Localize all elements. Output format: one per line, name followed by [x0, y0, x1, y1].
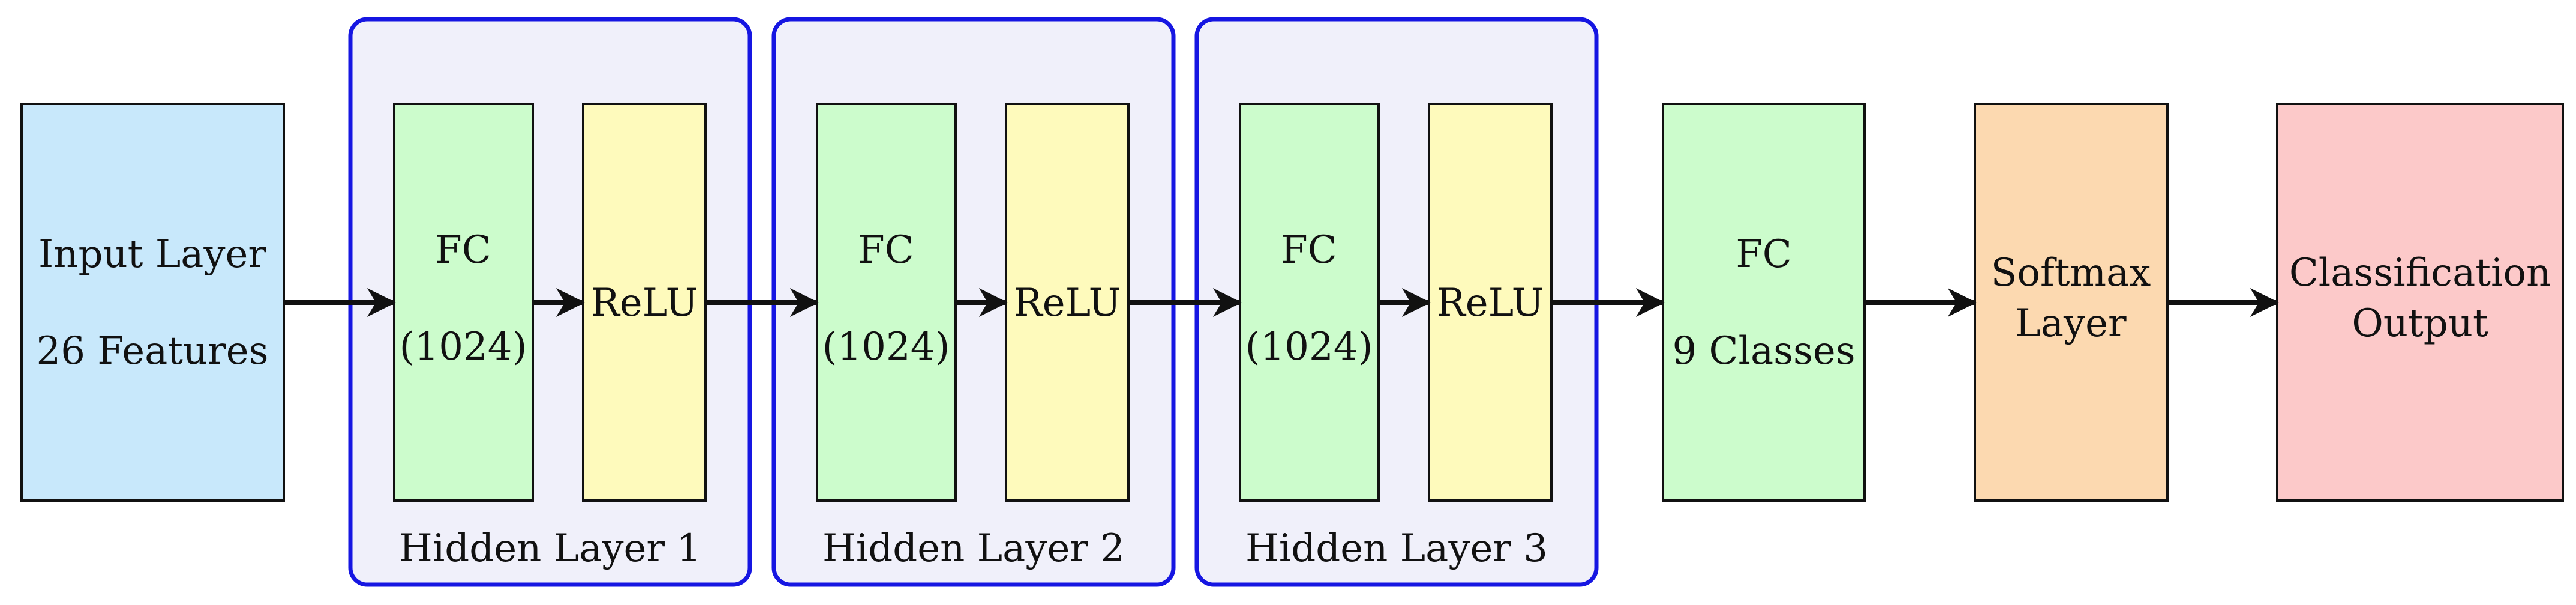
- hidden-1-relu-label: ReLU: [591, 281, 698, 325]
- hidden-3-relu-box: ReLU: [1428, 103, 1553, 502]
- hidden-layer-3-caption: Hidden Layer 3: [1245, 526, 1548, 571]
- hidden-2-relu-box: ReLU: [1005, 103, 1130, 502]
- hidden-2-fc-label: FC: [858, 228, 914, 272]
- softmax-label-line2: Layer: [2015, 301, 2127, 346]
- input-layer-label: Input Layer: [38, 232, 266, 277]
- hidden-3-relu-label: ReLU: [1437, 281, 1544, 325]
- hidden-1-fc-box: FC (1024): [393, 103, 534, 502]
- hidden-2-relu-label: ReLU: [1014, 281, 1121, 325]
- softmax-box: Softmax Layer: [1974, 103, 2169, 502]
- softmax-label-line1: Softmax: [1991, 251, 2151, 295]
- output-label-line2: Output: [2352, 301, 2488, 346]
- hidden-3-fc-box: FC (1024): [1239, 103, 1380, 502]
- hidden-1-fc-units: (1024): [400, 325, 527, 369]
- final-fc-box: FC 9 Classes: [1662, 103, 1866, 502]
- hidden-3-fc-label: FC: [1281, 228, 1337, 272]
- hidden-3-fc-units: (1024): [1245, 325, 1373, 369]
- hidden-1-relu-box: ReLU: [582, 103, 707, 502]
- hidden-layer-2-caption: Hidden Layer 2: [822, 526, 1125, 571]
- hidden-layer-1-caption: Hidden Layer 1: [399, 526, 701, 571]
- hidden-1-fc-label: FC: [435, 228, 491, 272]
- input-layer-box: Input Layer 26 Features: [20, 103, 285, 502]
- final-fc-label: FC: [1736, 232, 1791, 277]
- hidden-2-fc-units: (1024): [822, 325, 950, 369]
- hidden-2-fc-box: FC (1024): [816, 103, 957, 502]
- final-fc-classes: 9 Classes: [1672, 329, 1855, 373]
- output-label-line1: Classification: [2289, 251, 2551, 295]
- input-layer-features: 26 Features: [37, 329, 269, 373]
- output-box: Classification Output: [2276, 103, 2564, 502]
